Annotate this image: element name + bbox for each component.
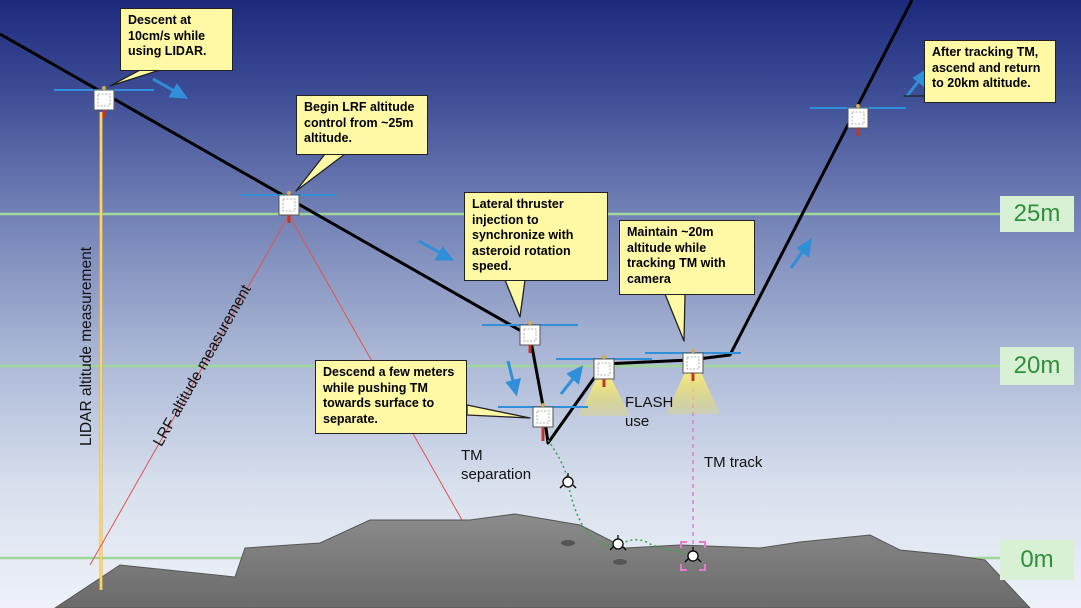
lrf-beam-left — [89, 214, 290, 566]
callout-descend-push: Descend a few meters while pushing TM to… — [315, 360, 467, 434]
tm-object-bounce — [609, 535, 627, 551]
tm-object-landed — [684, 547, 702, 563]
spacecraft-icon-7 — [810, 104, 906, 136]
tm-track-label: TM track — [704, 454, 763, 471]
callout-ascend-return: After tracking TM, ascend and return to … — [924, 40, 1056, 103]
arrow-down-icon — [505, 360, 522, 397]
spacecraft-icon-5 — [556, 355, 652, 387]
altitude-label-20m: 20m — [1000, 347, 1074, 385]
tm-object-falling — [559, 473, 577, 489]
tracking-target-bracket — [680, 541, 706, 571]
spacecraft-icon-3 — [482, 321, 578, 353]
callout-descent: Descent at 10cm/s while using LIDAR. — [120, 8, 233, 71]
altitude-label-25m: 25m — [1000, 196, 1074, 232]
tm-shadow-2 — [613, 559, 627, 565]
spacecraft-icon-2 — [241, 191, 337, 223]
tm-separation-label: TM separation — [461, 447, 532, 483]
spacecraft-icon-4 — [498, 403, 588, 441]
spacecraft-icon-1 — [54, 86, 154, 118]
spacecraft-trajectory — [0, 0, 914, 445]
callout-lrf-control: Begin LRF altitude control from ~25m alt… — [296, 95, 428, 155]
arrow-lateral-icon — [418, 239, 455, 261]
callout-maintain-altitude: Maintain ~20m altitude while tracking TM… — [619, 220, 755, 295]
spacecraft-icon-6 — [645, 349, 741, 381]
callout-lateral-thruster: Lateral thruster injection to synchroniz… — [464, 192, 608, 281]
asteroid-surface — [54, 513, 1031, 608]
flash-cone-1 — [578, 376, 630, 416]
altitude-label-0m: 0m — [1000, 540, 1074, 580]
lidar-measurement-label: LIDAR altitude measurement — [78, 246, 95, 446]
flash-cone-2 — [666, 370, 720, 414]
flash-use-label: FLASH use — [625, 394, 674, 430]
arrow-descent-icon — [152, 77, 189, 99]
arrow-ascend-icon — [789, 237, 812, 269]
tm-shadow-1 — [561, 540, 575, 546]
arrow-up-icon — [559, 365, 584, 395]
